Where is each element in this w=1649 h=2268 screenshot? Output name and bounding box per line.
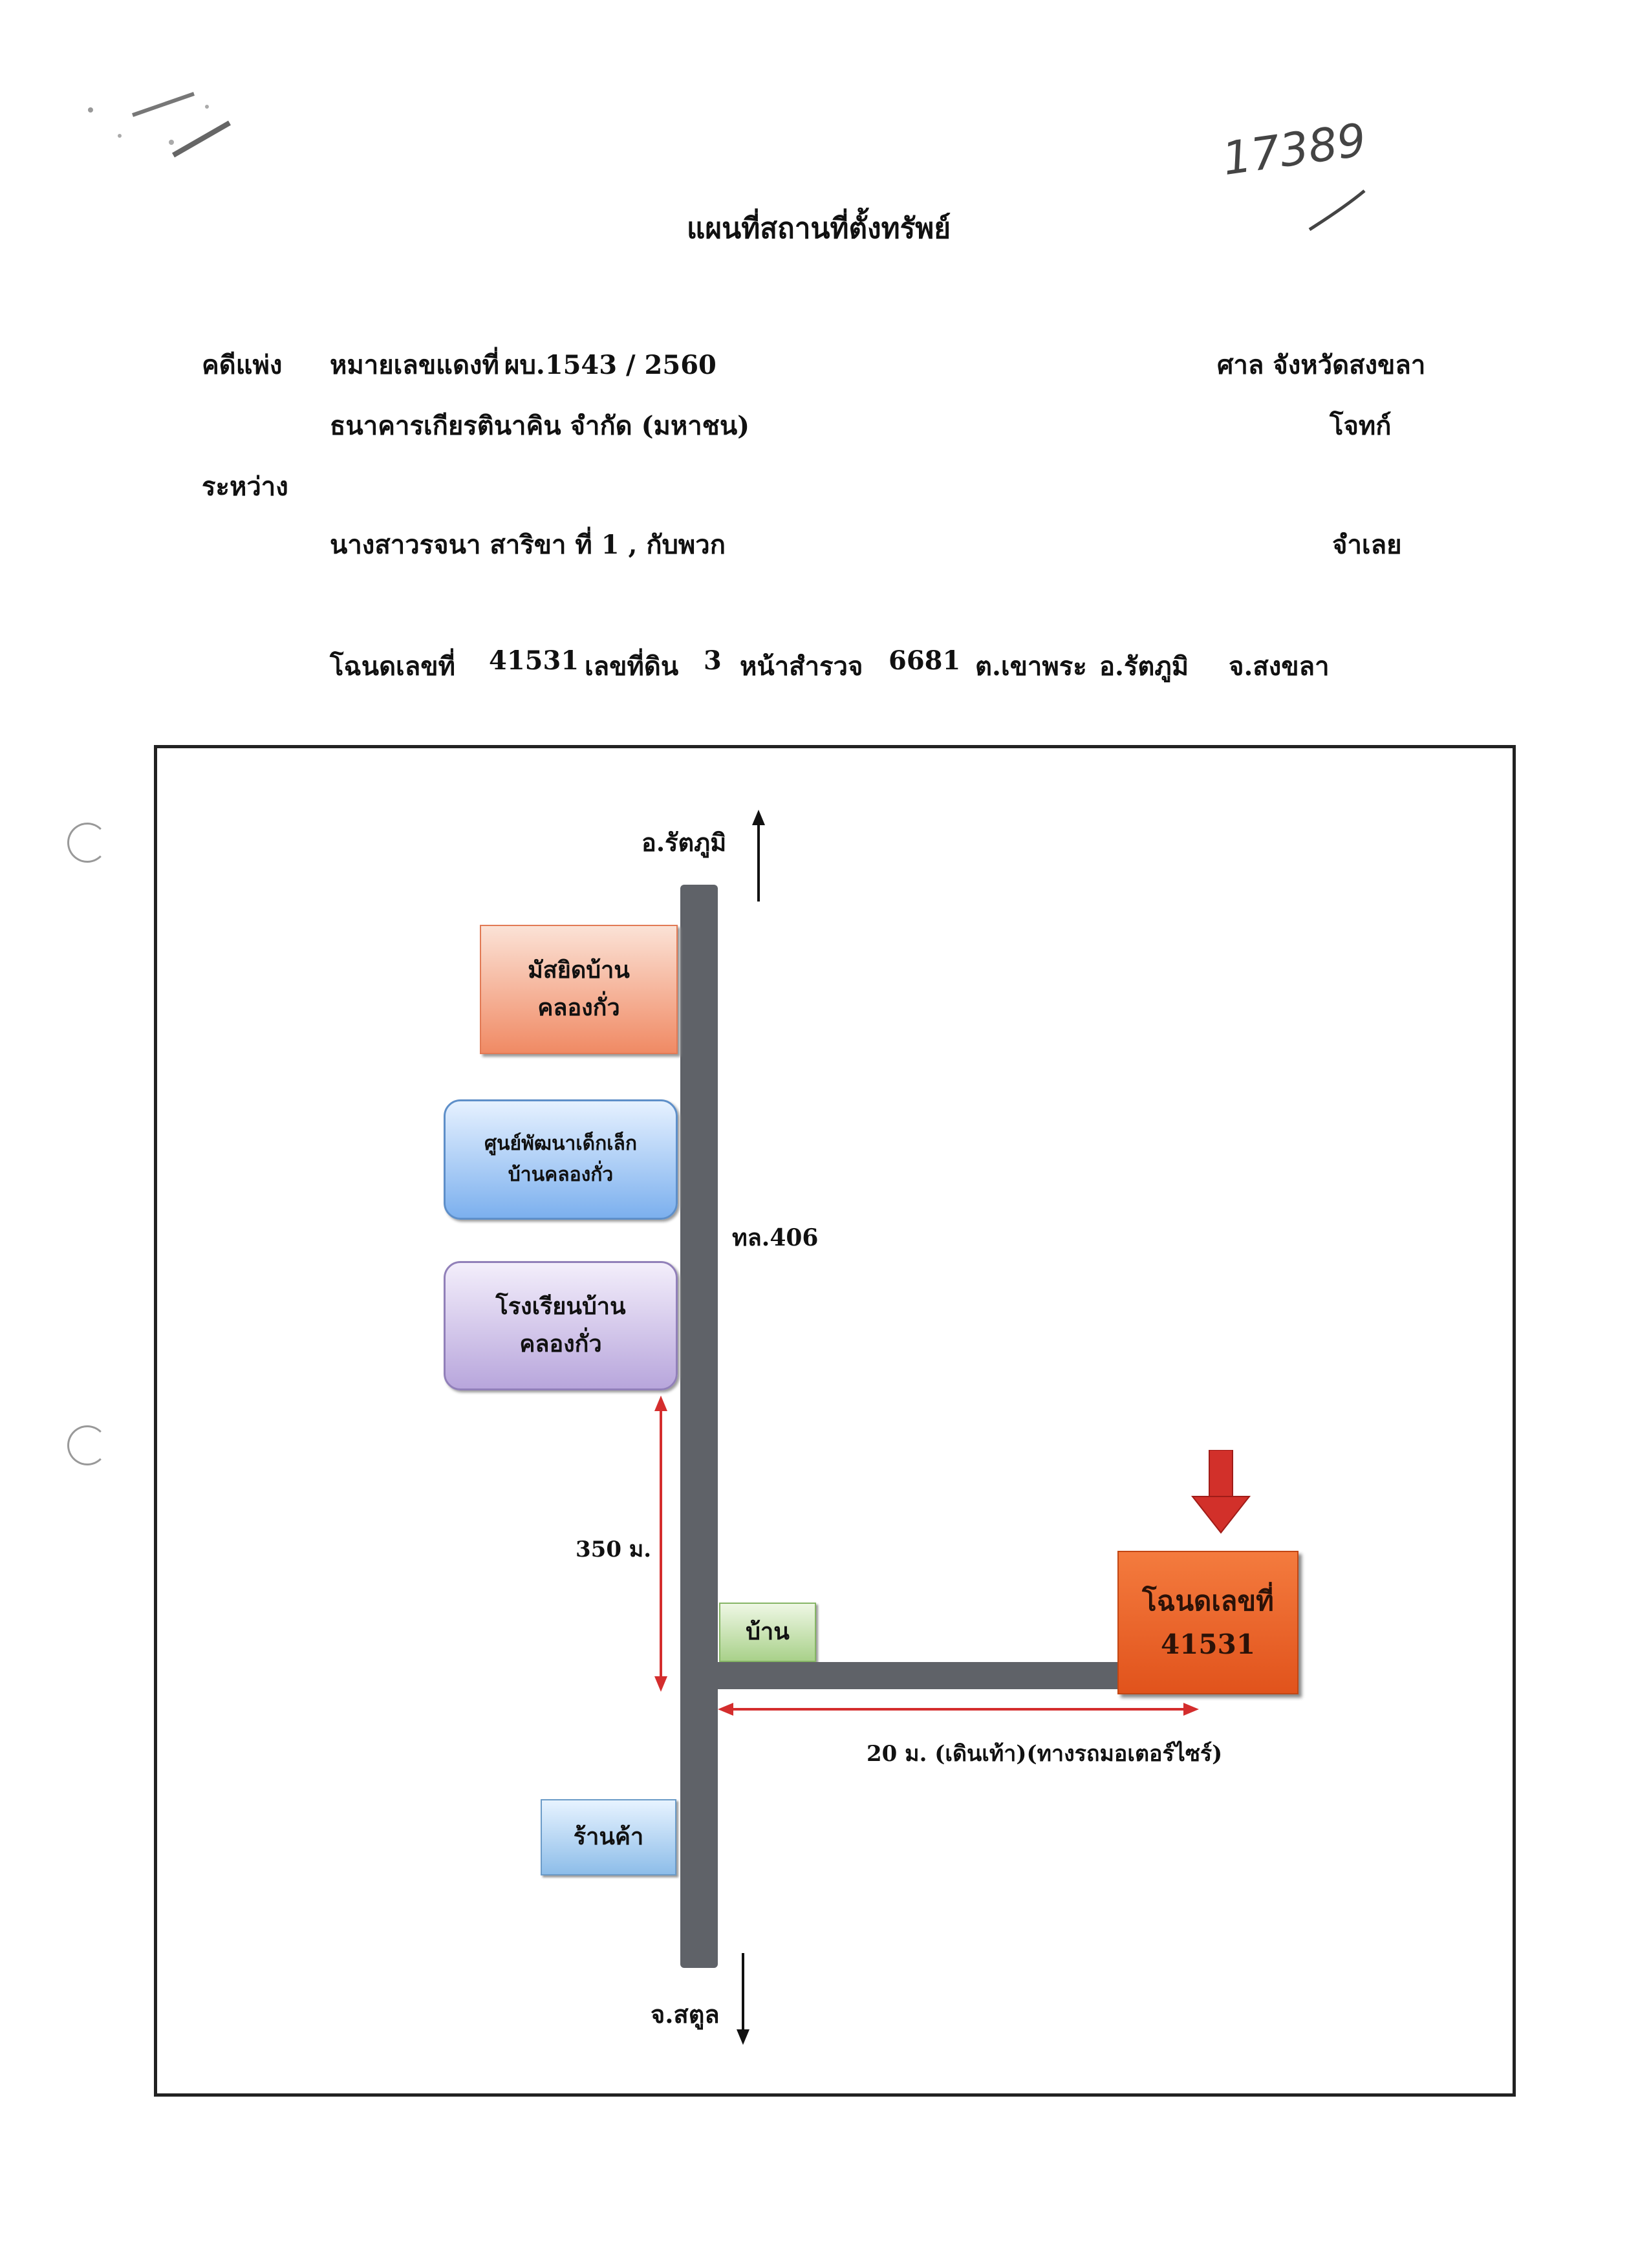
school-label-line2: คลองกั่ว bbox=[519, 1330, 602, 1357]
shop-label: ร้านค้า bbox=[573, 1823, 644, 1851]
deed-box-line1: โฉนดเลขที่ bbox=[1142, 1584, 1274, 1617]
handwritten-number: 17389 bbox=[1219, 113, 1370, 186]
plaintiff-name: ธนาคารเกียรตินาคิน จำกัด (มหาชน) bbox=[330, 411, 750, 441]
deed-target-box: โฉนดเลขที่ 41531 bbox=[1117, 1551, 1299, 1694]
south-arrow-icon bbox=[737, 1953, 749, 2045]
childcare-label-line2: บ้านคลองกั่ว bbox=[508, 1163, 614, 1186]
district: อ.รัตภูมิ bbox=[1099, 651, 1189, 682]
target-down-arrow-icon bbox=[1191, 1450, 1251, 1534]
page-title: แผนที่สถานที่ตั้งทรัพย์ bbox=[687, 212, 951, 245]
deed-number: 41531 bbox=[489, 645, 579, 676]
mosque-label-line2: คลองกั่ว bbox=[537, 994, 620, 1021]
survey-number: 6681 bbox=[889, 645, 961, 676]
shop-box: ร้านค้า bbox=[541, 1799, 676, 1875]
land-number: 3 bbox=[704, 645, 722, 676]
vertical-distance-arrow bbox=[654, 1396, 667, 1692]
punch-hole-bottom bbox=[67, 1425, 107, 1465]
case-number-value: ผบ.1543 / 2560 bbox=[504, 350, 717, 380]
vertical-distance-label: 350 ม. bbox=[576, 1537, 652, 1562]
south-destination-label: จ.สตูล bbox=[651, 2000, 720, 2029]
case-number-label: หมายเลขแดงที่ bbox=[330, 350, 499, 380]
childcare-center-box: ศูนย์พัฒนาเด็กเล็ก บ้านคลองกั่ว bbox=[444, 1099, 678, 1220]
deed-box-line2: 41531 bbox=[1160, 1628, 1256, 1660]
case-type-label: คดีแพ่ง bbox=[202, 350, 283, 380]
childcare-label-line1: ศูนย์พัฒนาเด็กเล็ก bbox=[484, 1132, 638, 1155]
map-frame bbox=[154, 745, 1516, 2097]
plaintiff-role: โจทก์ bbox=[1330, 411, 1392, 441]
court-name: ศาล จังหวัดสงขลา bbox=[1217, 350, 1426, 380]
highway-road bbox=[680, 885, 718, 1968]
punch-hole-top bbox=[67, 823, 107, 863]
defendant-role: จำเลย bbox=[1332, 530, 1402, 560]
north-destination-label: อ.รัตภูมิ bbox=[641, 828, 727, 857]
house-box: บ้าน bbox=[719, 1603, 816, 1662]
handwritten-stroke bbox=[1308, 189, 1366, 232]
mosque-box: มัสยิดบ้าน คลองกั่ว bbox=[480, 925, 678, 1054]
deed-label: โฉนดเลขที่ bbox=[330, 651, 455, 682]
horizontal-distance-arrow bbox=[718, 1703, 1199, 1716]
horizontal-distance-label: 20 ม. (เดินเท้า)(ทางรถมอเตอร์ไซร์) bbox=[867, 1741, 1223, 1767]
staple-marks bbox=[88, 92, 231, 158]
subdistrict: ต.เขาพระ bbox=[975, 651, 1087, 682]
land-label: เลขที่ดิน bbox=[585, 651, 679, 682]
survey-label: หน้าสำรวจ bbox=[740, 651, 863, 682]
between-label: ระหว่าง bbox=[202, 471, 288, 502]
province: จ.สงขลา bbox=[1229, 651, 1330, 682]
school-label-line1: โรงเรียนบ้าน bbox=[495, 1293, 626, 1321]
defendant-name: นางสาวรจนา สาริขา ที่ 1 , กับพวก bbox=[330, 530, 726, 560]
mosque-label-line1: มัสยิดบ้าน bbox=[528, 956, 630, 984]
north-arrow-icon bbox=[752, 810, 765, 902]
access-lane bbox=[718, 1662, 1124, 1689]
house-label: บ้าน bbox=[746, 1618, 790, 1646]
highway-label: ทล.406 bbox=[732, 1224, 819, 1251]
school-box: โรงเรียนบ้าน คลองกั่ว bbox=[444, 1261, 678, 1390]
